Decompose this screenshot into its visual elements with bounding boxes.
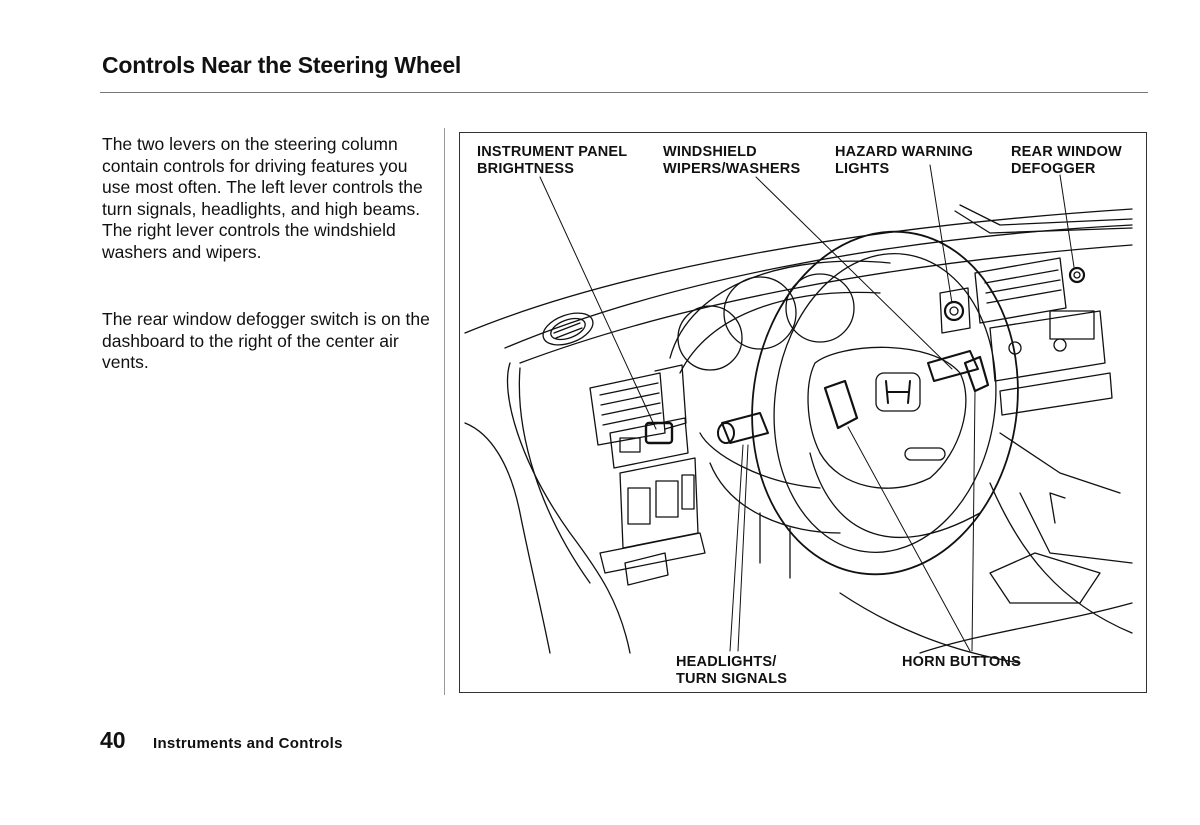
callout-instrument-panel-brightness: INSTRUMENT PANEL BRIGHTNESS <box>477 144 628 177</box>
callout-horn-buttons: HORN BUTTONS <box>902 654 1021 670</box>
dashboard-illustration <box>464 164 1133 664</box>
callout-hazard-lights: HAZARD WARNING LIGHTS <box>835 144 974 177</box>
defogger-paragraph: The rear window defogger switch is on th… <box>102 309 430 373</box>
title-rule <box>100 92 1148 93</box>
callout-headlights: HEADLIGHTS/ TURN SIGNALS <box>676 654 788 687</box>
steering-wheel-figure: INSTRUMENT PANEL BRIGHTNESS WINDSHIELD W… <box>459 132 1147 693</box>
page-title: Controls Near the Steering Wheel <box>102 52 462 78</box>
column-divider <box>444 128 445 695</box>
section-name: Instruments and Controls <box>153 735 343 752</box>
page-number: 40 <box>100 727 126 753</box>
callout-windshield-wipers: WINDSHIELD WIPERS/WASHERS <box>663 144 801 177</box>
callout-rear-defogger: REAR WINDOW DEFOGGER <box>1011 144 1122 177</box>
intro-paragraph: The two levers on the steering column co… <box>102 134 423 262</box>
